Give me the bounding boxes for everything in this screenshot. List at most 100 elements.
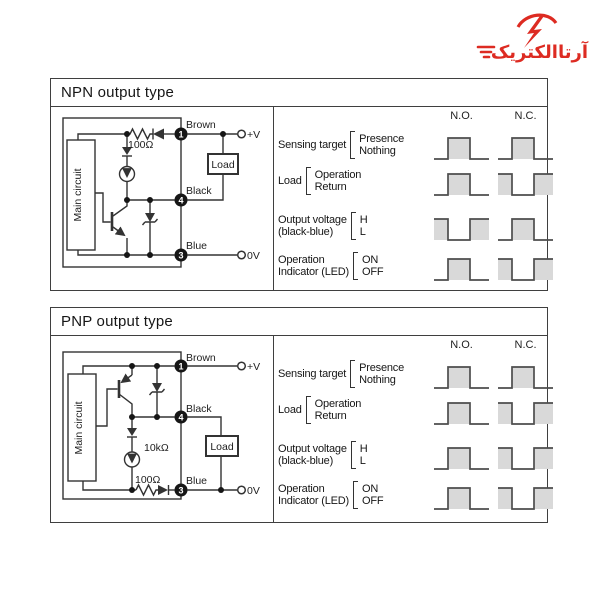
nc-notch-waveform	[498, 258, 553, 281]
bracket-icon	[352, 481, 358, 509]
pnp-junction-dots	[129, 363, 224, 493]
timing-row-name: Sensing target	[278, 368, 346, 381]
pin-4-label: 4	[178, 412, 183, 422]
timing-row-name-line: Sensing target	[278, 367, 347, 380]
state-option-bottom: Nothing	[359, 145, 396, 157]
no-pulse-waveform	[434, 137, 489, 160]
wire-brown-label: Brown	[186, 352, 216, 364]
terminal-plus-v-label: +V	[247, 361, 260, 373]
state-option-top: ON	[361, 253, 379, 266]
bracket-icon	[352, 252, 358, 280]
pnp-panel: PNP output type	[50, 307, 553, 523]
state-option-top: Operation	[314, 397, 362, 410]
timing-row-name-line: Operation	[278, 482, 325, 495]
resistor-10k-label: 10kΩ	[144, 442, 169, 454]
resistor-label: 100Ω	[128, 139, 154, 151]
no-pulse-waveform	[434, 487, 489, 510]
timing-row-name-line: Indicator (LED)	[278, 266, 349, 278]
pnp-diodes	[127, 383, 168, 495]
state-option-bottom: Return	[314, 410, 347, 422]
npn-circuit-svg: 1 4 3 Main circuit 100Ω Load Brown Black	[62, 117, 260, 268]
bracket-icon	[350, 360, 356, 388]
pnp-wires	[62, 351, 239, 500]
pin-1-label: 1	[178, 361, 183, 371]
pnp-circuit-diagram: 1 4 3 Main circuit 10kΩ 100Ω Load Brown	[51, 336, 273, 522]
brand-logo-graphic: آرتاالکتریک	[476, 13, 589, 63]
pin-3-label: 3	[178, 250, 183, 260]
state-option-bottom: L	[359, 226, 366, 238]
no-notch-waveform	[434, 218, 489, 241]
pnp-pins: 1 4 3	[174, 359, 188, 497]
pin-3-label: 3	[178, 485, 183, 495]
timing-row-name: Load	[278, 175, 302, 188]
pin-1-label: 1	[178, 129, 183, 139]
logo-swoosh-icon	[516, 13, 558, 28]
column-header-nc: N.C.	[514, 110, 537, 122]
timing-row-name: Load	[278, 404, 302, 417]
terminal-0v-label: 0V	[247, 485, 260, 497]
nc-pulse-waveform	[498, 137, 553, 160]
resistor-100-label: 100Ω	[135, 474, 161, 486]
no-pulse-waveform	[434, 173, 489, 196]
brand-logo-text: آرتاالکتریک	[491, 40, 589, 63]
timing-row-name: Output voltage(black-blue)	[278, 214, 347, 239]
timing-row-name-line: Indicator (LED)	[278, 495, 349, 507]
state-option-bottom: L	[359, 455, 366, 467]
npn-panel-title: NPN output type	[51, 79, 547, 107]
load-label: Load	[211, 159, 235, 171]
state-option-bottom: Nothing	[359, 374, 396, 386]
main-circuit-label: Main circuit	[73, 401, 85, 454]
terminal-plus-v-label: +V	[247, 129, 260, 141]
pin-4-label: 4	[178, 195, 183, 205]
no-pulse-waveform	[434, 447, 489, 470]
state-option-top: H	[359, 213, 368, 226]
pnp-panel-body: 1 4 3 Main circuit 10kΩ 100Ω Load Brown	[51, 336, 553, 522]
state-option-bottom: OFF	[361, 266, 384, 278]
timing-row-name-line: Load	[278, 403, 302, 416]
timing-header-spacer	[278, 339, 433, 354]
wire-brown-label: Brown	[186, 119, 216, 131]
timing-row-name-line: (black-blue)	[278, 226, 334, 238]
bracket-icon	[350, 212, 356, 240]
timing-row-name-line: Operation	[278, 253, 325, 266]
npn-pins: 1 4 3	[174, 127, 188, 262]
pnp-panel-title: PNP output type	[51, 308, 547, 336]
no-pulse-waveform	[434, 366, 489, 389]
wire-blue-label: Blue	[186, 240, 207, 252]
column-gap	[490, 339, 497, 354]
npn-panel-body: 1 4 3 Main circuit 100Ω Load Brown Black	[51, 107, 553, 290]
column-gap	[490, 110, 497, 125]
timing-header-row: N.O.N.C.	[278, 339, 554, 354]
bracket-icon	[305, 167, 311, 195]
npn-terminals	[236, 129, 247, 260]
npn-panel: NPN output type	[50, 78, 553, 291]
state-option-top: Operation	[314, 168, 362, 181]
column-header-nc: N.C.	[514, 339, 537, 351]
bracket-icon	[350, 441, 356, 469]
timing-row-name-line: (black-blue)	[278, 455, 334, 467]
nc-pulse-waveform	[498, 218, 553, 241]
timing-row-name-line: Output voltage	[278, 213, 347, 226]
npn-junction-dots	[124, 131, 226, 258]
pnp-terminals	[236, 361, 247, 495]
nc-pulse-waveform	[498, 366, 553, 389]
state-option-top: H	[359, 442, 368, 455]
